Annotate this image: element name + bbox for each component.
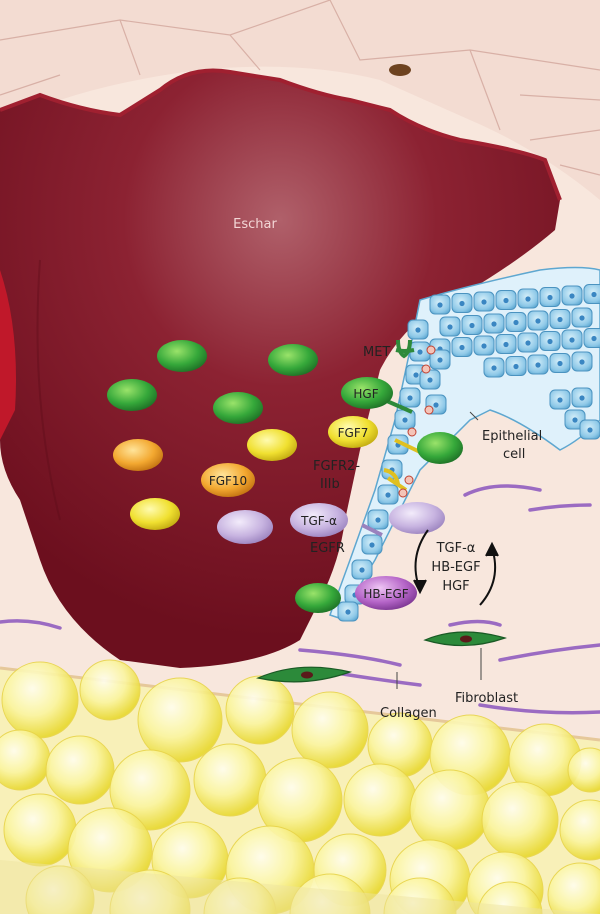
epithelial-cell (362, 535, 382, 554)
epithelial-cell (368, 510, 388, 529)
epithelial-cell (506, 313, 526, 332)
epithelial-cell (474, 292, 494, 311)
tgf-alpha-factor: TGF-α (290, 503, 348, 537)
hgf-factor: HGF (341, 377, 393, 409)
epithelial-cell (580, 420, 600, 439)
eschar-label: Eschar (233, 217, 277, 232)
epithelial-cell (462, 316, 482, 335)
fat-globule (80, 660, 140, 720)
collagen-label: Collagen (380, 706, 437, 721)
epithelial-cell (474, 336, 494, 355)
epithelial-cell (584, 329, 600, 348)
fat-globule (292, 692, 368, 768)
epithelial-cell (572, 388, 592, 407)
growth-factor-green (107, 379, 157, 411)
fat-globule (138, 678, 222, 762)
epithelial-cell (440, 317, 460, 336)
cycle-label-tgf: TGF-α (436, 541, 476, 556)
hb-egf-label: HB-EGF (363, 587, 408, 601)
cycle-label-hgf: HGF (442, 579, 469, 594)
epithelial-cell (496, 291, 516, 310)
epithelial-cell (420, 370, 440, 389)
epithelial-cell (395, 410, 415, 429)
epithelial-cell (518, 289, 538, 308)
growth-factor-yellow (247, 429, 297, 461)
epithelial-cell (352, 560, 372, 579)
epithelial-cell (550, 310, 570, 329)
fat-globule (4, 794, 76, 866)
growth-factor-green (213, 392, 263, 424)
hgf-label: HGF (353, 387, 378, 401)
cycle-label-hbegf: HB-EGF (431, 560, 480, 575)
fat-globule (226, 676, 294, 744)
epithelial-cell (496, 335, 516, 354)
egfr-label: EGFR (310, 541, 345, 556)
epithelial-cell (484, 314, 504, 333)
epithelial-label-line2: cell (503, 447, 525, 462)
hb-egf-factor: HB-EGF (355, 576, 417, 610)
growth-factor-orange (113, 439, 163, 471)
fat-globule (46, 736, 114, 804)
fgf10-factor: FGF10 (201, 463, 255, 497)
epithelial-cell (506, 357, 526, 376)
epithelial-cell (572, 352, 592, 371)
fat-globule (482, 782, 558, 858)
fat-globule (194, 744, 266, 816)
epithelial-cell (562, 330, 582, 349)
epithelial-cell (452, 338, 472, 357)
epithelial-label-line1: Epithelial (482, 429, 542, 444)
fibroblast-label: Fibroblast (455, 691, 518, 706)
epithelial-cell (400, 388, 420, 407)
growth-factor-green (157, 340, 207, 372)
growth-factor-lilac (217, 510, 273, 544)
fgf10-label: FGF10 (209, 474, 247, 488)
epithelial-cell (338, 602, 358, 621)
growth-factor-yellow (130, 498, 180, 530)
epithelial-cell (540, 288, 560, 307)
fgfr2-label-line1: FGFR2- (313, 459, 360, 474)
fat-globule (410, 770, 490, 850)
growth-factor-green (295, 583, 341, 613)
epithelial-cell (528, 311, 548, 330)
epithelial-cell (430, 295, 450, 314)
epithelial-cell (572, 308, 592, 327)
epithelial-cell (584, 285, 600, 304)
epithelial-cell (562, 286, 582, 305)
hair-follicle (389, 64, 411, 76)
fgf7-label: FGF7 (338, 426, 369, 440)
epithelial-cell (550, 390, 570, 409)
growth-factor-green (417, 432, 463, 464)
fgf7-factor: FGF7 (328, 416, 378, 448)
fat-globule (2, 662, 78, 738)
epithelial-cell (528, 355, 548, 374)
fgfr2-label-line2: IIIb (320, 477, 340, 492)
epithelial-cell (408, 320, 428, 339)
epithelial-cell (518, 333, 538, 352)
epithelial-cell (550, 354, 570, 373)
growth-factor-green (268, 344, 318, 376)
tgf-alpha-label: TGF-α (300, 514, 337, 528)
epithelial-cell (378, 485, 398, 504)
fat-globule (344, 764, 416, 836)
epithelial-cell (452, 294, 472, 313)
growth-factor-lilac (389, 502, 445, 534)
met-label: MET (363, 345, 390, 360)
epithelial-cell (484, 358, 504, 377)
epithelial-cell (540, 332, 560, 351)
